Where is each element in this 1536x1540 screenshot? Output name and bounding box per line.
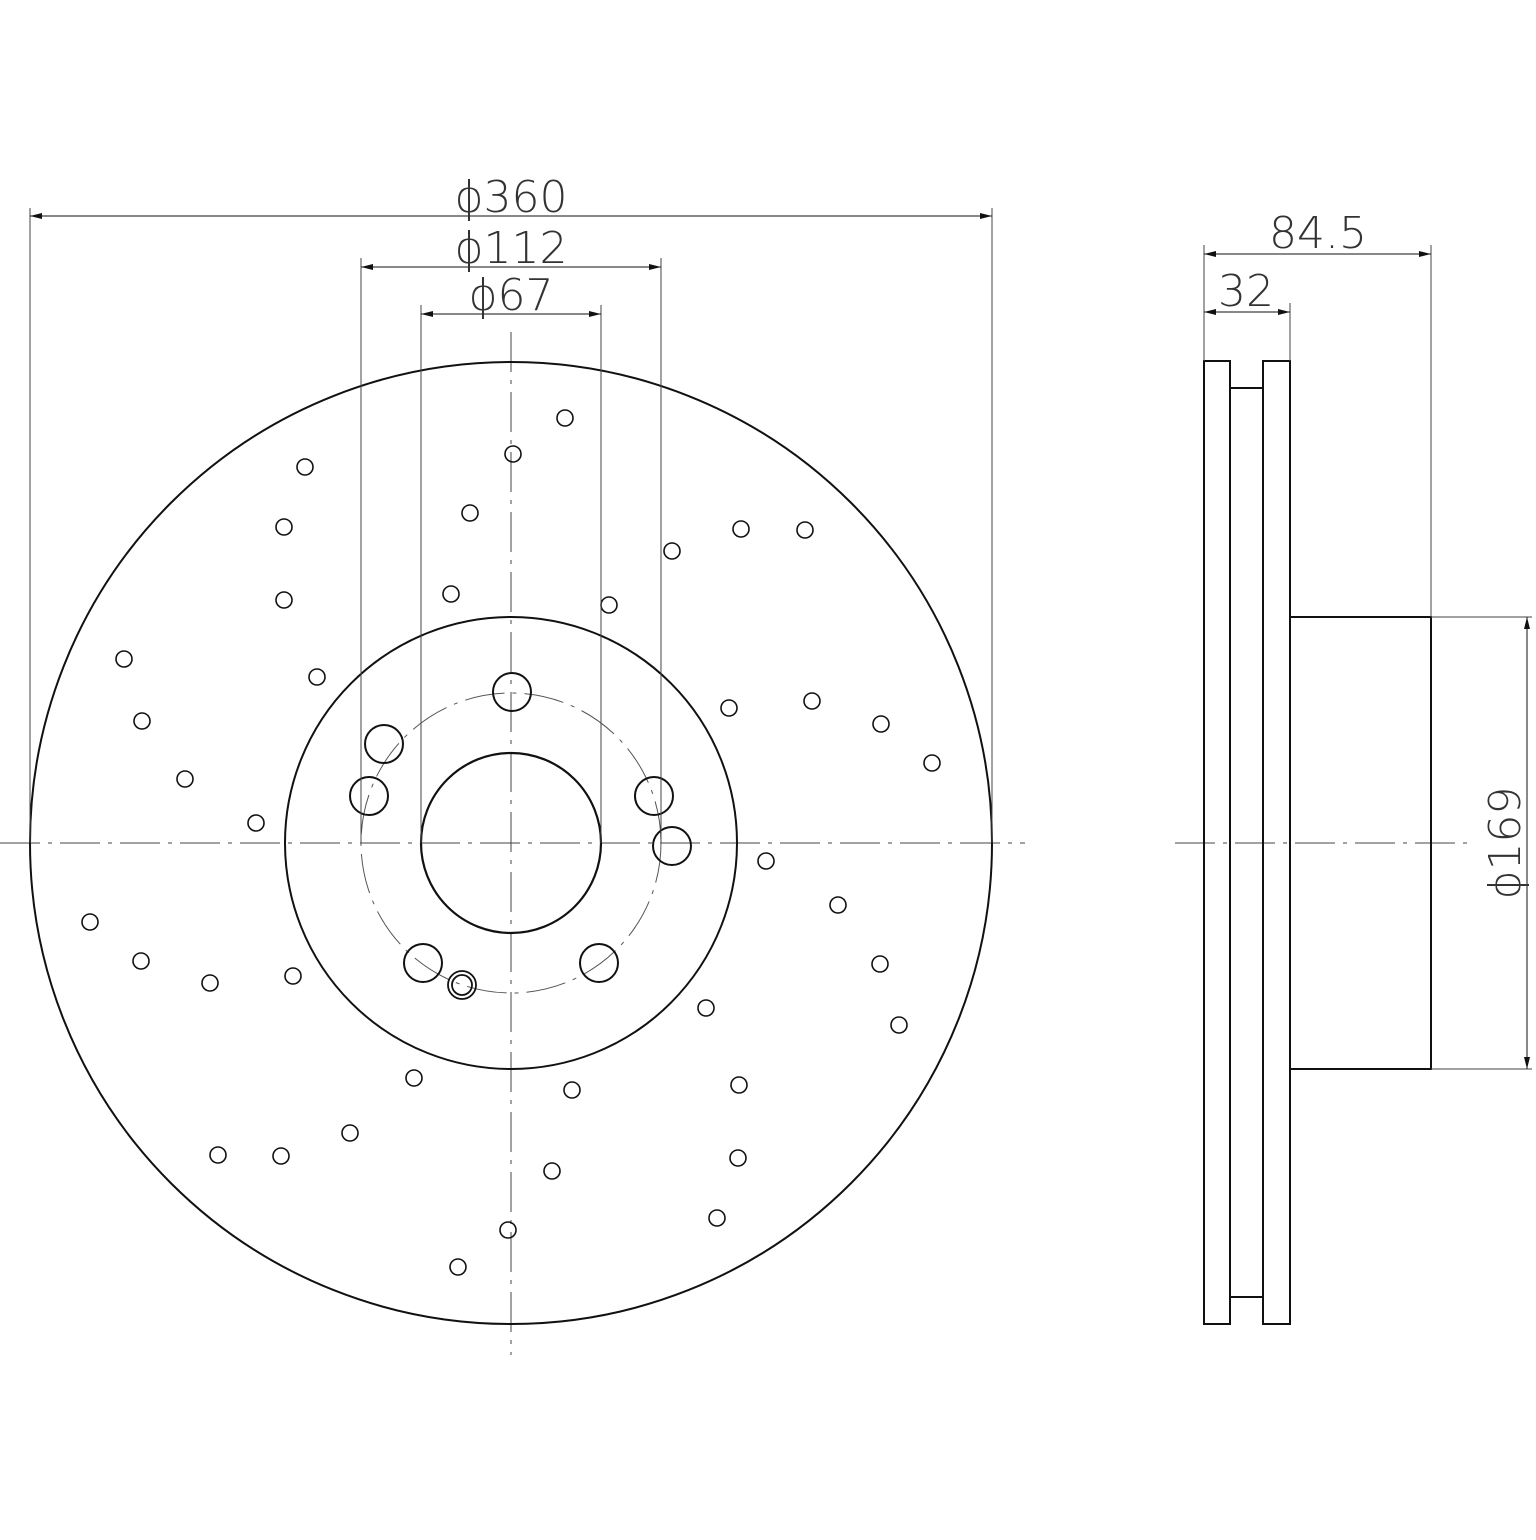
drill-hole <box>272 1147 290 1165</box>
height-label: 84.5 <box>1269 208 1367 259</box>
drill-hole <box>730 1076 748 1094</box>
drill-hole <box>132 952 150 970</box>
drill-hole <box>201 974 219 992</box>
bolt-hole <box>579 943 619 983</box>
drill-hole <box>504 445 522 463</box>
drill-hole <box>275 518 293 536</box>
locator-hole-inner <box>451 974 473 996</box>
drill-hole <box>829 896 847 914</box>
drill-hole <box>890 1016 908 1034</box>
outer-diameter-label: ϕ360 <box>454 172 567 223</box>
drill-hole <box>563 1081 581 1099</box>
pcd-diameter-label: ϕ112 <box>454 223 567 274</box>
side-dimension-lines <box>1204 251 1530 1069</box>
hat-diameter-label: ϕ169 <box>1480 786 1531 899</box>
bolt-hole <box>403 943 443 983</box>
drill-hole <box>796 521 814 539</box>
drill-hole <box>923 754 941 772</box>
bolt-holes <box>349 672 692 983</box>
drill-hole <box>697 999 715 1017</box>
drill-hole <box>600 596 618 614</box>
disc-profile <box>1203 360 1432 1325</box>
drill-hole <box>405 1069 423 1087</box>
drill-hole <box>461 504 479 522</box>
front-view: ϕ360 ϕ112 ϕ67 <box>0 172 1025 1355</box>
drill-hole <box>872 715 890 733</box>
drill-hole <box>275 591 293 609</box>
bolt-hole <box>492 672 532 712</box>
drill-hole <box>247 814 265 832</box>
hat-circle <box>284 616 738 1070</box>
bore-diameter-label: ϕ67 <box>468 270 553 321</box>
drill-hole <box>449 1258 467 1276</box>
drill-hole <box>757 852 775 870</box>
locator-hole-outer <box>447 970 477 1000</box>
side-extension-lines <box>1203 245 1532 1070</box>
drill-hole <box>176 770 194 788</box>
drill-hole <box>341 1124 359 1142</box>
drill-hole <box>663 542 681 560</box>
drill-hole <box>708 1209 726 1227</box>
drill-hole <box>871 955 889 973</box>
drill-hole <box>720 699 738 717</box>
drill-hole <box>729 1149 747 1167</box>
drill-hole <box>442 585 460 603</box>
extension-lines <box>29 208 993 843</box>
drill-hole <box>81 913 99 931</box>
outer-friction-plate <box>1262 360 1291 1325</box>
drill-hole <box>284 967 302 985</box>
drill-hole <box>556 409 574 427</box>
dimension-lines <box>30 213 992 317</box>
hat-profile <box>1290 616 1432 1070</box>
drill-hole <box>115 650 133 668</box>
drill-hole <box>543 1162 561 1180</box>
side-view: 84.5 32 ϕ169 <box>1175 208 1532 1325</box>
locator-hole <box>447 970 477 1000</box>
drill-hole <box>133 712 151 730</box>
bolt-hole <box>364 724 404 764</box>
center-lines <box>0 332 1025 1355</box>
drill-hole <box>308 668 326 686</box>
drill-hole <box>499 1221 517 1239</box>
thickness-label: 32 <box>1218 266 1274 317</box>
drill-hole <box>296 458 314 476</box>
drill-hole <box>209 1146 227 1164</box>
inner-friction-plate <box>1203 360 1231 1325</box>
bolt-hole <box>634 776 674 816</box>
drill-hole <box>732 520 750 538</box>
bolt-hole <box>652 826 692 866</box>
bolt-hole <box>349 776 389 816</box>
drill-hole <box>803 692 821 710</box>
